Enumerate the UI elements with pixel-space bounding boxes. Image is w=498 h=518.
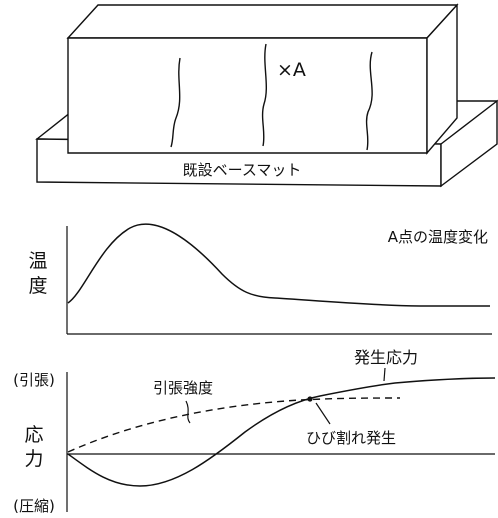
tensile-strength-curve: [67, 397, 401, 453]
stress-y-label-2: 力: [24, 448, 43, 470]
generated-stress-pointer: [383, 367, 386, 382]
tensile-strength-label: 引張強度: [153, 379, 213, 397]
temperature-panel-title: A点の温度変化: [388, 228, 488, 246]
crack-line-3: [365, 51, 373, 151]
stress-y-label-1: 応: [24, 424, 43, 446]
generated-stress-label: 発生応力: [354, 348, 418, 367]
crack-point: [307, 396, 313, 402]
base-mat-label-text: 既設ベースマット: [183, 161, 302, 179]
temperature-y-label-1: 温: [28, 250, 47, 272]
crack-line-1: [170, 57, 181, 148]
compression-label: (圧縮): [13, 497, 55, 515]
crack-label: ひび割れ発生: [306, 429, 396, 447]
temperature-axes: [66, 226, 492, 335]
stress-axes: [66, 372, 495, 512]
block-front: [67, 37, 428, 154]
base-mat-side: [440, 99, 498, 188]
crack-line-2: [261, 43, 267, 147]
temperature-y-label-2: 度: [28, 275, 47, 297]
generated-stress-curve: [67, 377, 496, 487]
temperature-curve: [67, 223, 490, 307]
point-a-label: ×A: [277, 59, 306, 81]
crack-lines: [170, 43, 373, 151]
crack-pointer: [315, 402, 331, 425]
concrete-block: [66, 3, 459, 155]
tensile-strength-pointer: [185, 400, 191, 424]
tension-label: (引張): [13, 371, 55, 389]
block-side: [426, 3, 458, 155]
block-top: [66, 4, 459, 39]
